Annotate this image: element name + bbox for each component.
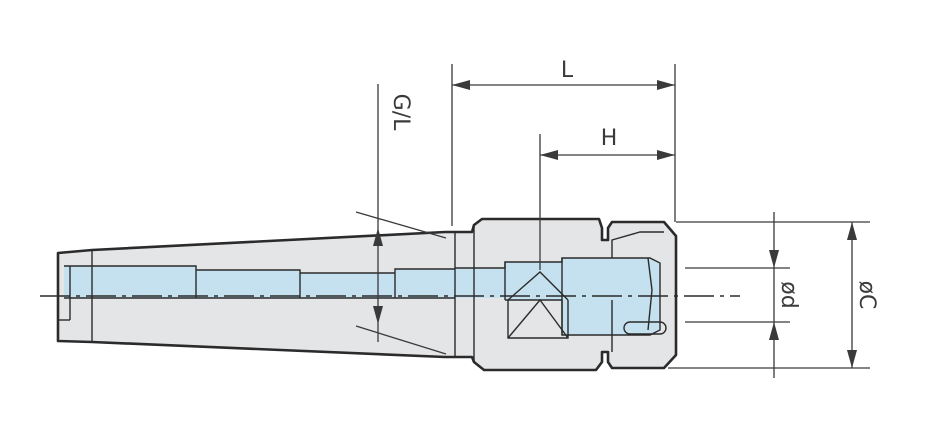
bore-steps <box>64 265 455 299</box>
label-L: L <box>561 58 574 83</box>
collet-cone <box>507 271 569 339</box>
label-C: øC <box>854 281 879 310</box>
shank-outline <box>56 230 455 359</box>
label-GL: G/L <box>388 94 413 131</box>
label-d: ød <box>776 281 801 308</box>
label-H: H <box>601 126 618 151</box>
keyway-slot <box>623 321 667 335</box>
